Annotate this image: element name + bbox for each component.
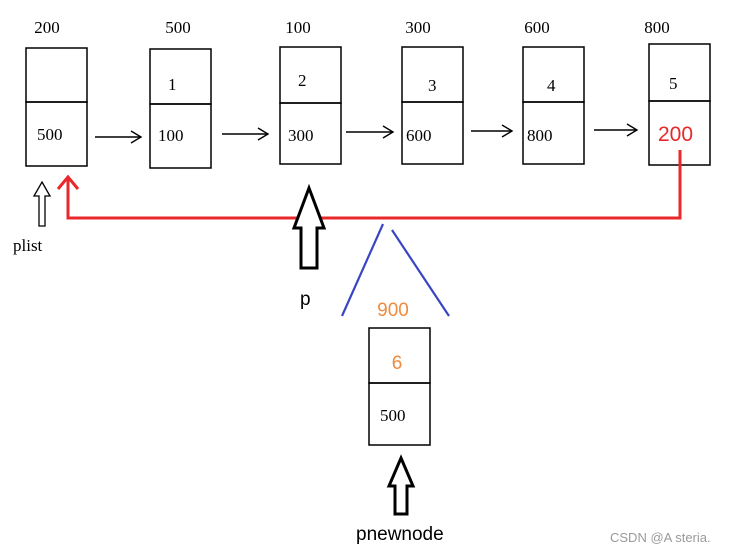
plist-pointer-arrow-icon <box>32 180 52 227</box>
node-data-cell <box>149 48 212 105</box>
pnewnode-label: pnewnode <box>356 524 444 545</box>
node-address: 200 <box>34 18 60 37</box>
next-arrow-icon <box>471 124 514 138</box>
next-arrow-icon <box>346 125 395 139</box>
node-next-cell <box>25 101 88 167</box>
p-pointer-arrow-icon <box>291 183 327 270</box>
new-node-data: 6 <box>392 353 403 374</box>
node-next: 500 <box>37 125 63 144</box>
node-next: 200 <box>658 123 693 146</box>
node-data: 2 <box>298 71 307 90</box>
list-node: 500 1 100 <box>149 18 212 169</box>
new-node-next: 500 <box>380 406 406 425</box>
next-arrow-icon <box>222 127 270 141</box>
node-data: 1 <box>168 75 177 94</box>
next-links <box>95 123 639 144</box>
node-next: 800 <box>527 126 553 145</box>
list-node: 100 2 300 <box>279 18 342 165</box>
list-node: 800 5 200 <box>644 18 711 166</box>
node-address: 300 <box>405 18 431 37</box>
node-next: 300 <box>288 126 314 145</box>
new-node: 900 6 500 <box>368 300 431 446</box>
node-address: 800 <box>644 18 670 37</box>
node-next-cell <box>401 101 464 165</box>
node-data: 4 <box>547 76 556 95</box>
list-node: 300 3 600 <box>401 18 464 165</box>
watermark: CSDN @A steria. <box>610 530 711 545</box>
node-data: 3 <box>428 76 437 95</box>
node-next-cell <box>279 102 342 165</box>
node-next-cell <box>522 101 585 165</box>
insert-lines <box>340 223 450 317</box>
pnewnode-pointer-arrow-icon <box>386 454 416 516</box>
next-arrow-icon <box>95 130 143 144</box>
red-arrow-icon <box>56 174 80 190</box>
node-data-cell <box>279 46 342 104</box>
node-address: 500 <box>165 18 191 37</box>
node-next-cell <box>149 103 212 169</box>
node-data: 5 <box>669 74 678 93</box>
p-label: p <box>300 289 311 310</box>
list-node: 600 4 800 <box>522 18 585 165</box>
node-address: 600 <box>524 18 550 37</box>
node-next-cell <box>368 382 431 446</box>
new-node-address: 900 <box>377 300 409 321</box>
node-next: 100 <box>158 126 184 145</box>
cycle-link <box>56 150 682 220</box>
list-node: 200 500 <box>25 18 88 167</box>
node-next: 600 <box>406 126 432 145</box>
plist-label: plist <box>13 236 43 255</box>
next-arrow-icon <box>594 123 639 137</box>
node-data-cell <box>648 43 711 102</box>
node-data-cell <box>25 47 88 103</box>
node-address: 100 <box>285 18 311 37</box>
